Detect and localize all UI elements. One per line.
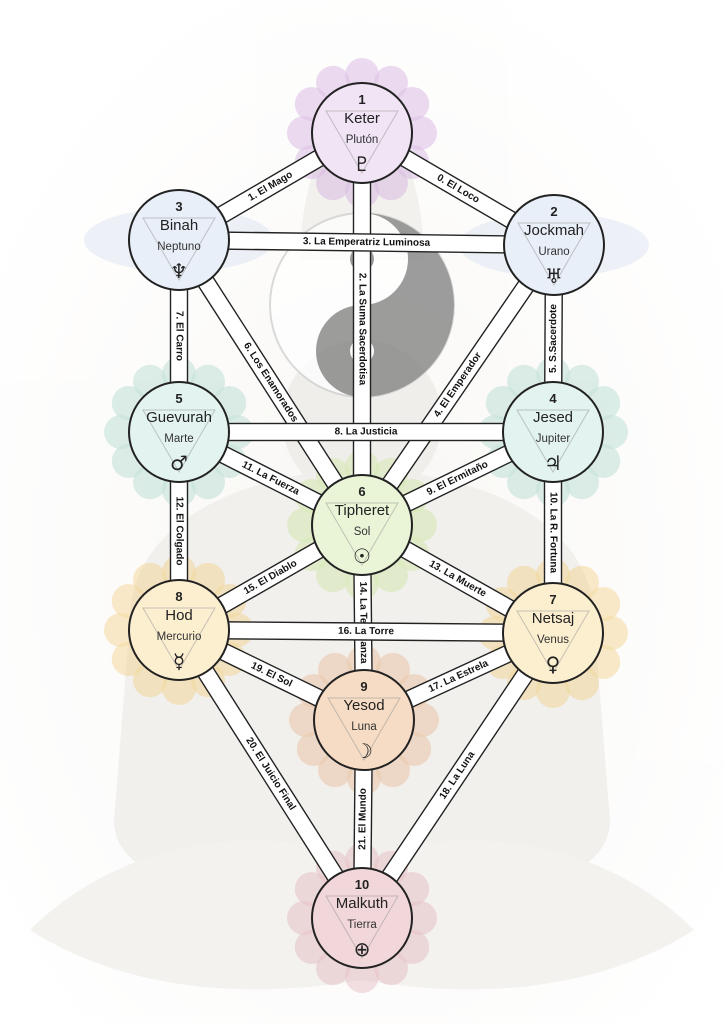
malkuth-planet-symbol-icon: ⊕ — [354, 937, 371, 961]
malkuth-planet: Tierra — [347, 919, 377, 931]
path-label-21: 21. El Mundo — [357, 788, 369, 850]
yesod-planet: Luna — [351, 721, 377, 733]
hod-planet: Mercurio — [157, 631, 202, 643]
guevurah-name: Guevurah — [146, 409, 212, 426]
malkuth-name: Malkuth — [336, 895, 389, 912]
guevurah-circle — [128, 381, 230, 483]
path-label-3: 3. La Emperatriz Luminosa — [303, 236, 431, 249]
yesod-number: 9 — [360, 679, 367, 694]
netsaj-planet-symbol-icon: ♀ — [546, 652, 561, 676]
guevurah-planet: Marte — [164, 433, 193, 445]
guevurah-planet-symbol-icon: ♂ — [170, 451, 188, 475]
jockmah-name: Jockmah — [524, 222, 584, 239]
binah-planet: Neptuno — [157, 241, 200, 253]
jockmah-planet-symbol-icon: ♅ — [545, 264, 563, 288]
binah-number: 3 — [175, 199, 182, 214]
hod-planet-symbol-icon: ☿ — [173, 649, 185, 673]
jesed-planet: Jupiter — [536, 433, 571, 445]
netsaj-number: 7 — [549, 592, 556, 607]
jockmah-triangle-ornament — [517, 222, 591, 286]
path-2: 2. La Suma Sacerdotisa — [352, 132, 372, 526]
binah-circle — [128, 189, 230, 291]
yesod-planet-symbol-icon: ☽ — [355, 739, 373, 763]
binah-planet-symbol-icon: ♆ — [170, 259, 188, 283]
keter-planet: Plutón — [346, 134, 379, 146]
tipheret-triangle-ornament — [325, 502, 399, 566]
netsaj-triangle-ornament — [516, 610, 590, 674]
netsaj-planet: Venus — [537, 634, 569, 646]
keter-triangle-ornament — [325, 110, 399, 174]
keter-planet-symbol-icon: ♇ — [353, 152, 371, 176]
jesed-planet-symbol-icon: ♃ — [544, 451, 562, 475]
path-label-5: 5. S.Sacerdote — [548, 304, 559, 373]
tipheret-planet-symbol-icon: ☉ — [353, 544, 371, 568]
tipheret-name: Tipheret — [335, 502, 390, 519]
path-label-2: 2. La Suma Sacerdotisa — [357, 273, 368, 386]
jesed-number: 4 — [549, 391, 557, 406]
malkuth-circle — [311, 867, 413, 969]
tipheret-planet: Sol — [354, 526, 371, 538]
path-8: 8. La Justicia — [178, 422, 554, 442]
tipheret-number: 6 — [358, 484, 365, 499]
hod-name: Hod — [165, 607, 193, 624]
tipheret-circle — [311, 474, 413, 576]
jockmah-number: 2 — [550, 204, 557, 219]
malkuth-triangle-ornament — [325, 895, 399, 959]
yesod-triangle-ornament — [327, 697, 401, 761]
yesod-circle — [313, 669, 415, 771]
binah-name: Binah — [160, 217, 198, 234]
path-16: 16. La Torre — [178, 620, 554, 643]
keter-name: Keter — [344, 110, 380, 127]
path-label-8: 8. La Justicia — [335, 427, 398, 438]
guevurah-number: 5 — [175, 391, 182, 406]
jesed-triangle-ornament — [516, 409, 590, 473]
jesed-name: Jesed — [533, 409, 573, 426]
jockmah-planet: Urano — [538, 246, 569, 258]
keter-number: 1 — [358, 92, 365, 107]
netsaj-circle — [502, 582, 604, 684]
malkuth-number: 10 — [355, 877, 369, 892]
hod-circle — [128, 579, 230, 681]
path-label-16: 16. La Torre — [338, 626, 394, 637]
yesod-name: Yesod — [343, 697, 384, 714]
jesed-circle — [502, 381, 604, 483]
path-label-10: 10. La R. Fortuna — [548, 492, 559, 574]
hod-triangle-ornament — [142, 607, 216, 671]
path-label-7: 7. El Carro — [174, 311, 185, 361]
hod-number: 8 — [175, 589, 182, 604]
guevurah-triangle-ornament — [142, 409, 216, 473]
keter-circle — [311, 82, 413, 184]
jockmah-circle — [503, 194, 605, 296]
path-label-12: 12. El Colgado — [174, 497, 185, 566]
binah-triangle-ornament — [142, 217, 216, 281]
netsaj-name: Netsaj — [532, 610, 575, 627]
